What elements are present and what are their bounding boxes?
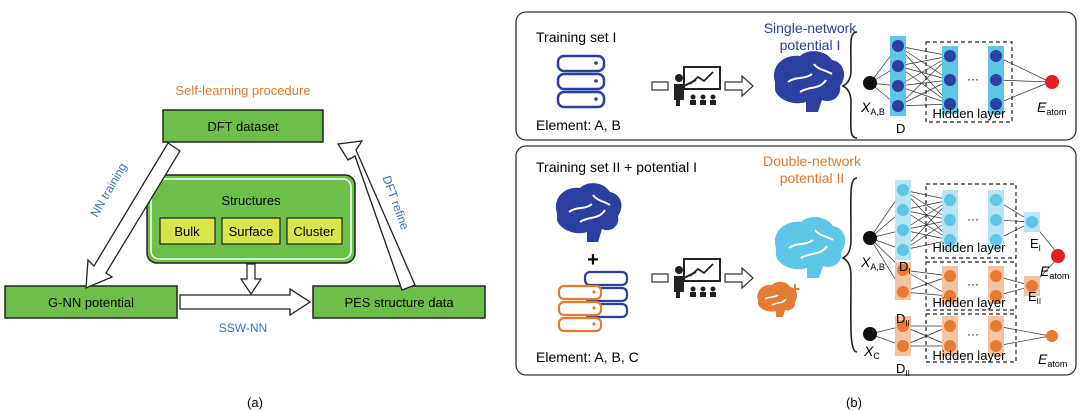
pes-structure-box (312, 285, 486, 319)
structures-title: Structures (221, 193, 281, 208)
network-iii-ellipsis: ··· (967, 327, 979, 341)
dft-dataset-label: DFT dataset (207, 119, 279, 134)
double-network-line1: Double-network (763, 153, 862, 169)
d-i-label: DI (899, 259, 911, 276)
bulk-label: Bulk (174, 224, 200, 239)
top-frame (515, 11, 1077, 141)
hidden-layer-1: Hidden layer (933, 240, 1007, 255)
stacked-database-icon (557, 270, 629, 333)
pes-structure-label: PES structure data (344, 295, 454, 310)
ssw-nn-label: SSW-NN (219, 321, 267, 335)
bulk-box (159, 217, 216, 245)
single-network-line2: potential I (780, 37, 841, 53)
panel-a: Self-learning procedure DFT dataset Stru… (4, 83, 486, 410)
network-iii: ··· (863, 313, 1058, 363)
plus-sign-orange: + (790, 279, 801, 299)
single-network-line1: Single-network (764, 20, 858, 36)
bottom-frame (515, 145, 1077, 376)
top-x-label: XA,B (860, 99, 885, 117)
ssw-nn-arrow (179, 287, 312, 317)
plus-sign-black: + (587, 249, 599, 271)
bottom-element-text: Element: A, B, C (536, 349, 639, 365)
nn-training-label: NN training (87, 161, 129, 220)
cluster-label: Cluster (293, 224, 335, 239)
dft-refine-arrow (336, 140, 416, 291)
bottom-brace (841, 177, 858, 353)
gnn-potential-box (4, 285, 178, 319)
bottom-to-brain-arrow (724, 266, 754, 290)
brain-icon-navy (773, 51, 845, 112)
network-ii-ellipsis: ··· (967, 277, 979, 291)
x-c-label: XC (863, 343, 880, 361)
e-i-label: EI (1030, 236, 1041, 253)
surface-box (221, 217, 281, 245)
bottom-training-set: Training set II + potential I (536, 159, 697, 175)
teacher-icon-bottom (674, 258, 721, 298)
x-ab-label: XA,B (860, 254, 885, 272)
top-element-text: Element: A, B (536, 117, 621, 133)
surface-label: Surface (229, 224, 274, 239)
brain-icon-cyan (774, 217, 846, 278)
nn-training-arrow (85, 142, 181, 290)
caption-a: (a) (247, 395, 263, 410)
e-atom-label-lower: Eatom (1038, 351, 1067, 369)
top-brace (841, 31, 858, 139)
top-ellipsis: ··· (967, 72, 979, 86)
network-i: ··· (863, 180, 1059, 293)
structures-inner-border (150, 178, 352, 260)
e-ii-label: EII (1028, 289, 1041, 306)
double-network-line2: potential II (780, 170, 845, 186)
bottom-input-arrow (651, 273, 669, 283)
hidden-layer-3: Hidden layer (933, 348, 1007, 363)
top-to-brain-arrow (724, 74, 754, 98)
brain-icon-orange (757, 281, 798, 317)
top-d-label: D (896, 121, 905, 136)
gnn-potential-label: G-NN potential (48, 295, 134, 310)
panel-b-bottom: Training set II + potential I + Element:… (515, 145, 1077, 410)
network-ii: ··· (895, 257, 1059, 311)
structures-down-arrow (239, 263, 263, 296)
cluster-box (286, 217, 343, 245)
panel-b-top: Training set I Element: A, B Single-netw… (515, 11, 1077, 141)
top-network: ··· (863, 36, 1059, 123)
database-icon (556, 54, 606, 109)
network-i-ellipsis: ··· (967, 212, 979, 226)
teacher-icon (674, 66, 721, 106)
top-eatom-label: Eatom (1037, 99, 1066, 117)
caption-b: (b) (846, 395, 862, 410)
hidden-layer-2: Hidden layer (933, 295, 1007, 310)
top-input-arrow (651, 81, 669, 91)
brain-icon-potential-i (555, 183, 622, 242)
self-learning-title: Self-learning procedure (175, 83, 310, 98)
d-ii-label-lower: DII (896, 361, 910, 378)
top-hidden-layer: Hidden layer (933, 106, 1007, 121)
top-training-set: Training set I (536, 29, 616, 45)
e-atom-label: Eatom (1040, 263, 1069, 281)
output-node-red (1051, 249, 1065, 263)
dft-dataset-box (162, 109, 324, 143)
d-ii-label: DII (896, 311, 910, 328)
